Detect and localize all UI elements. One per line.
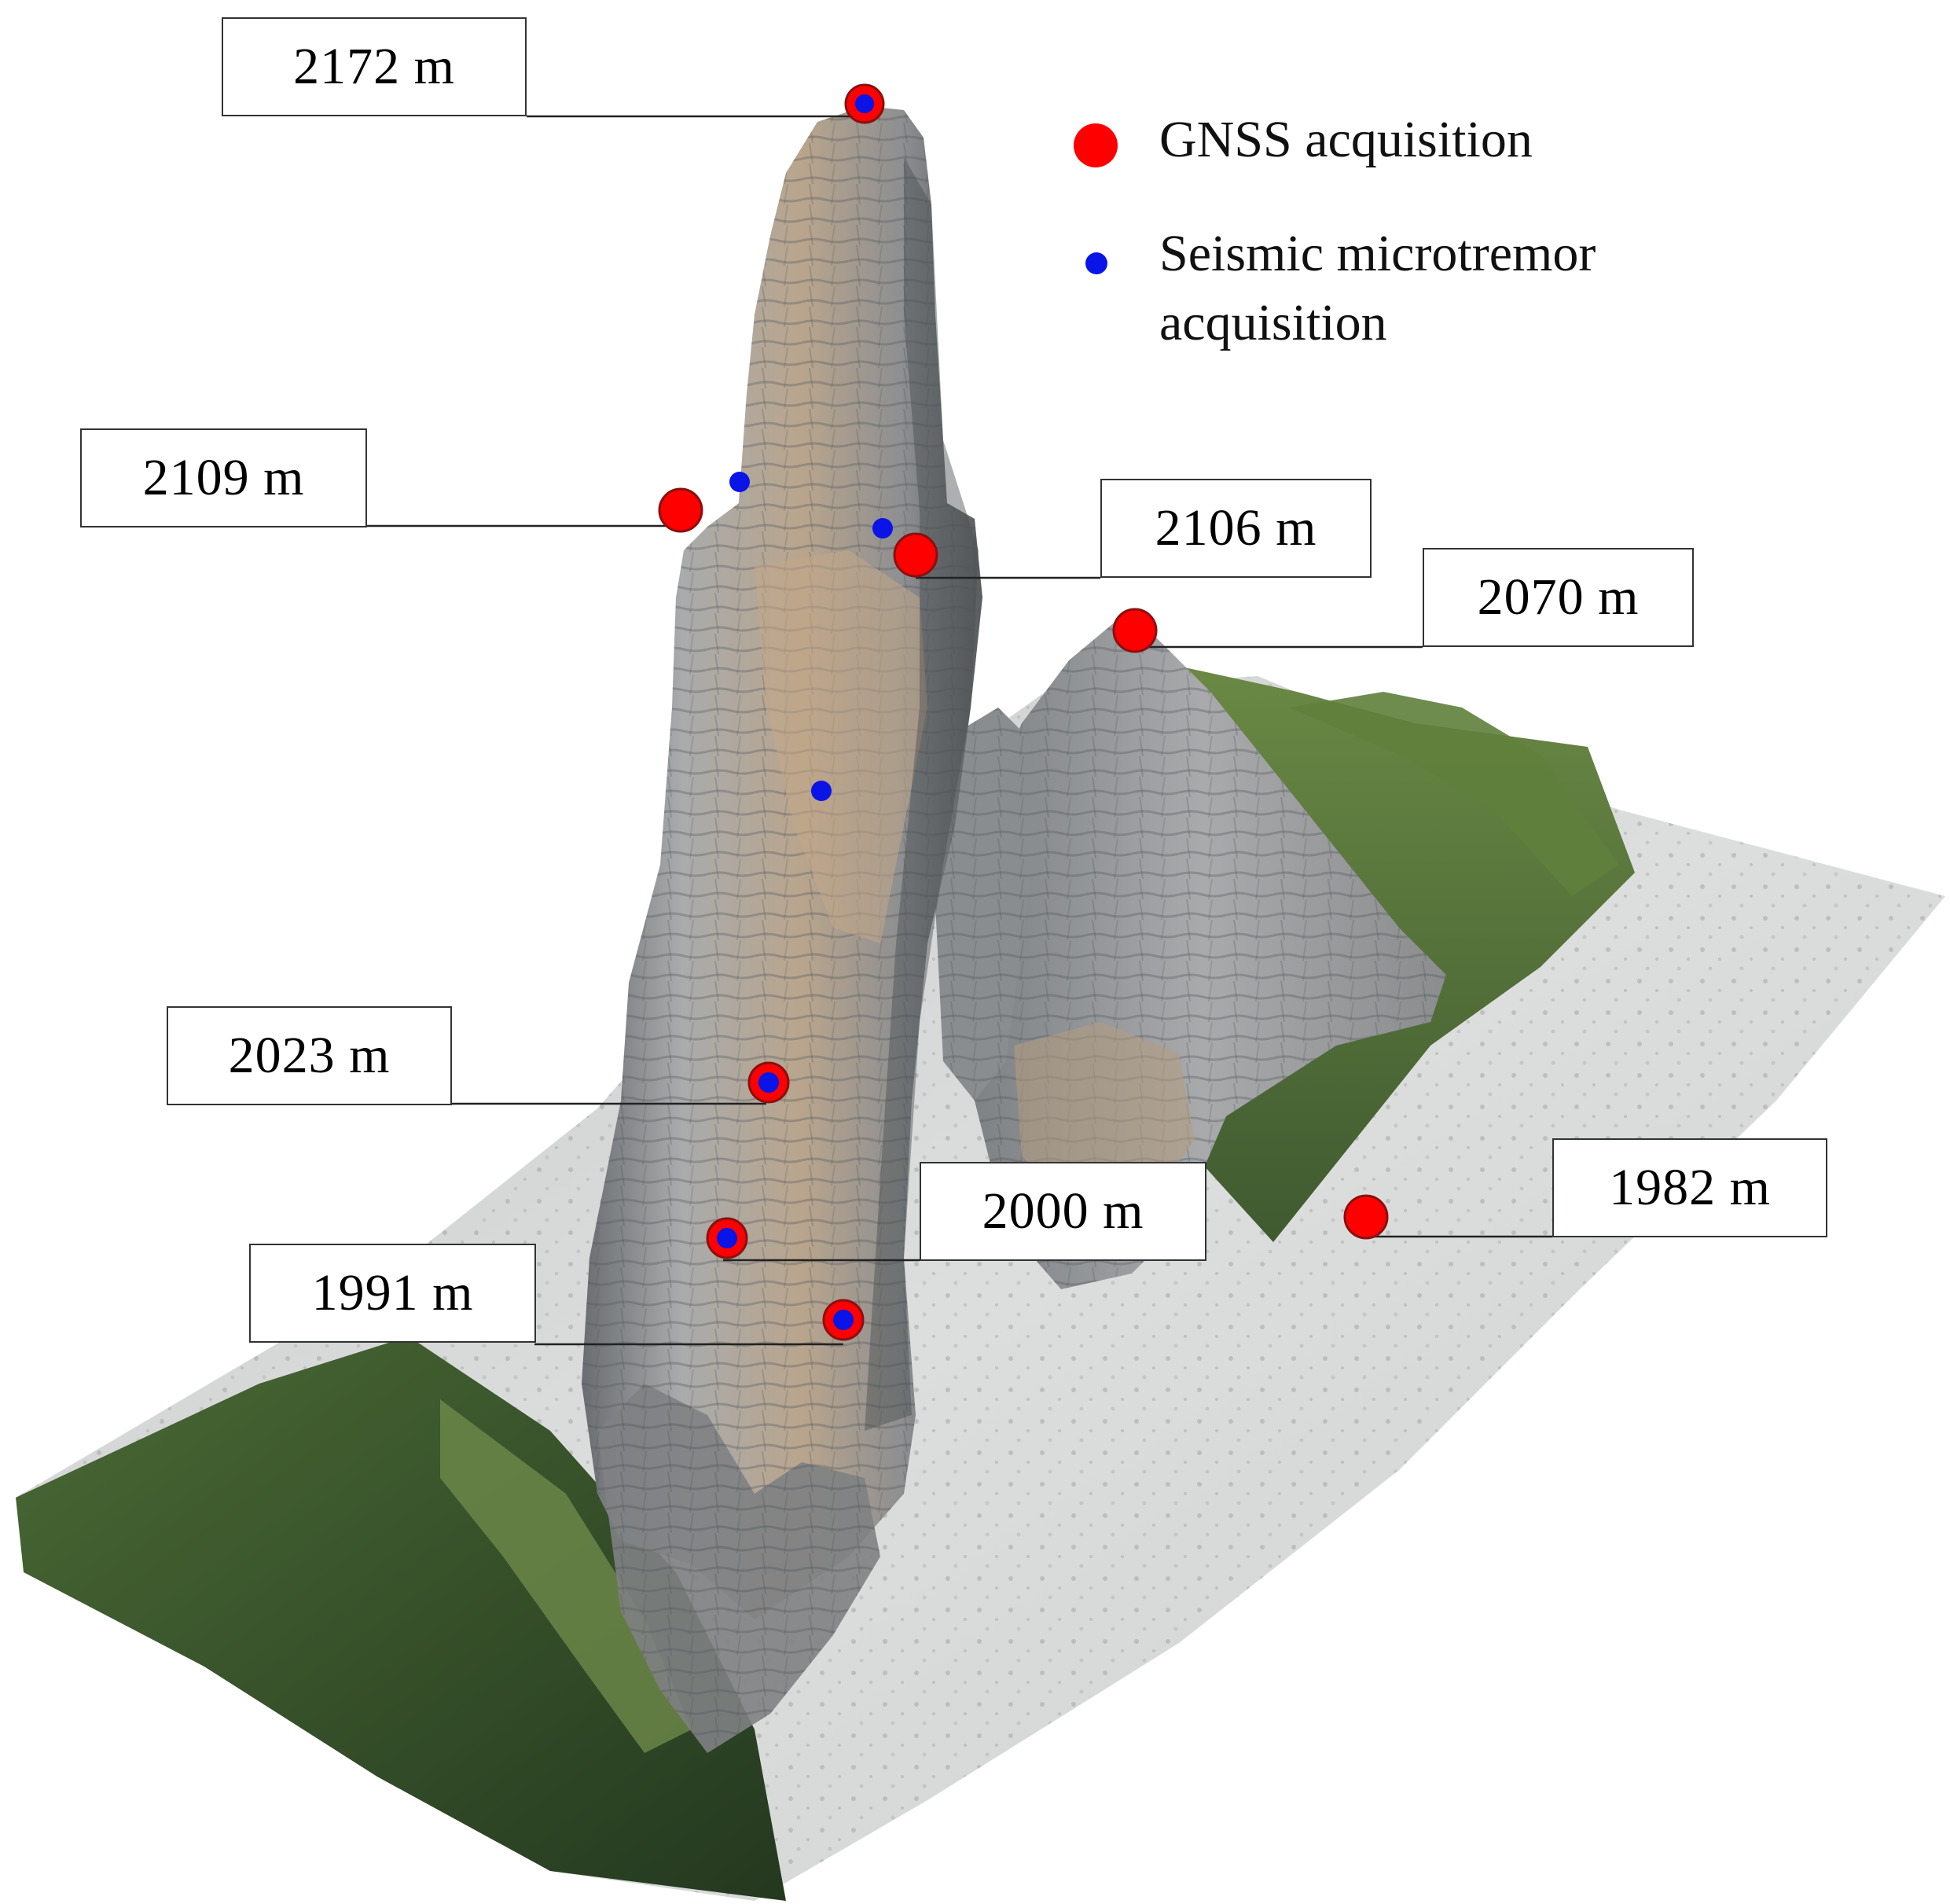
forest-area [16,1336,786,1901]
tower-buttress-strata [597,1384,880,1753]
gnss-marker-2172 [844,83,885,124]
elevation-label-2109: 2109 m [80,428,367,527]
grass-patch-left [440,1399,692,1753]
elevation-label-2106: 2106 m [1100,479,1372,578]
leader-lines [362,115,1552,1346]
gnss-marker-2023 [747,1061,790,1104]
gnss-marker-1982 [1343,1194,1389,1240]
elevation-label-2000: 2000 m [920,1162,1206,1261]
gnss-marker-1991 [822,1299,865,1341]
gnss-marker-2070 [1112,608,1158,653]
gnss-marker-2106 [893,532,938,578]
tower-ochre-face [755,550,927,943]
legend-seismic-label-line1: Seismic microtremor [1159,225,1596,282]
main-tower-strata [582,106,982,1619]
legend-seismic-dot [1085,252,1107,274]
seismic-marker-upper-right [872,518,893,538]
gnss-marker-2000 [706,1217,748,1259]
middle-pinnacle-strata [935,708,1037,1101]
legend-seismic-label-line2: acquisition [1159,294,1387,351]
tower-shadow-side [865,157,979,1431]
elevation-label-1982: 1982 m [1552,1138,1827,1237]
legend-gnss-label: GNSS acquisition [1159,111,1533,168]
legend-gnss-dot [1074,123,1118,167]
gnss-marker-2109 [658,487,703,533]
seismic-marker-mid [811,781,832,801]
seismic-marker-upper-left [729,472,750,492]
elevation-label-2023: 2023 m [167,1006,452,1105]
elevation-label-2070: 2070 m [1423,548,1694,647]
grass-ridge-green [1289,692,1619,896]
elevation-label-2172: 2172 m [222,17,527,116]
elevation-label-1991: 1991 m [249,1244,536,1343]
